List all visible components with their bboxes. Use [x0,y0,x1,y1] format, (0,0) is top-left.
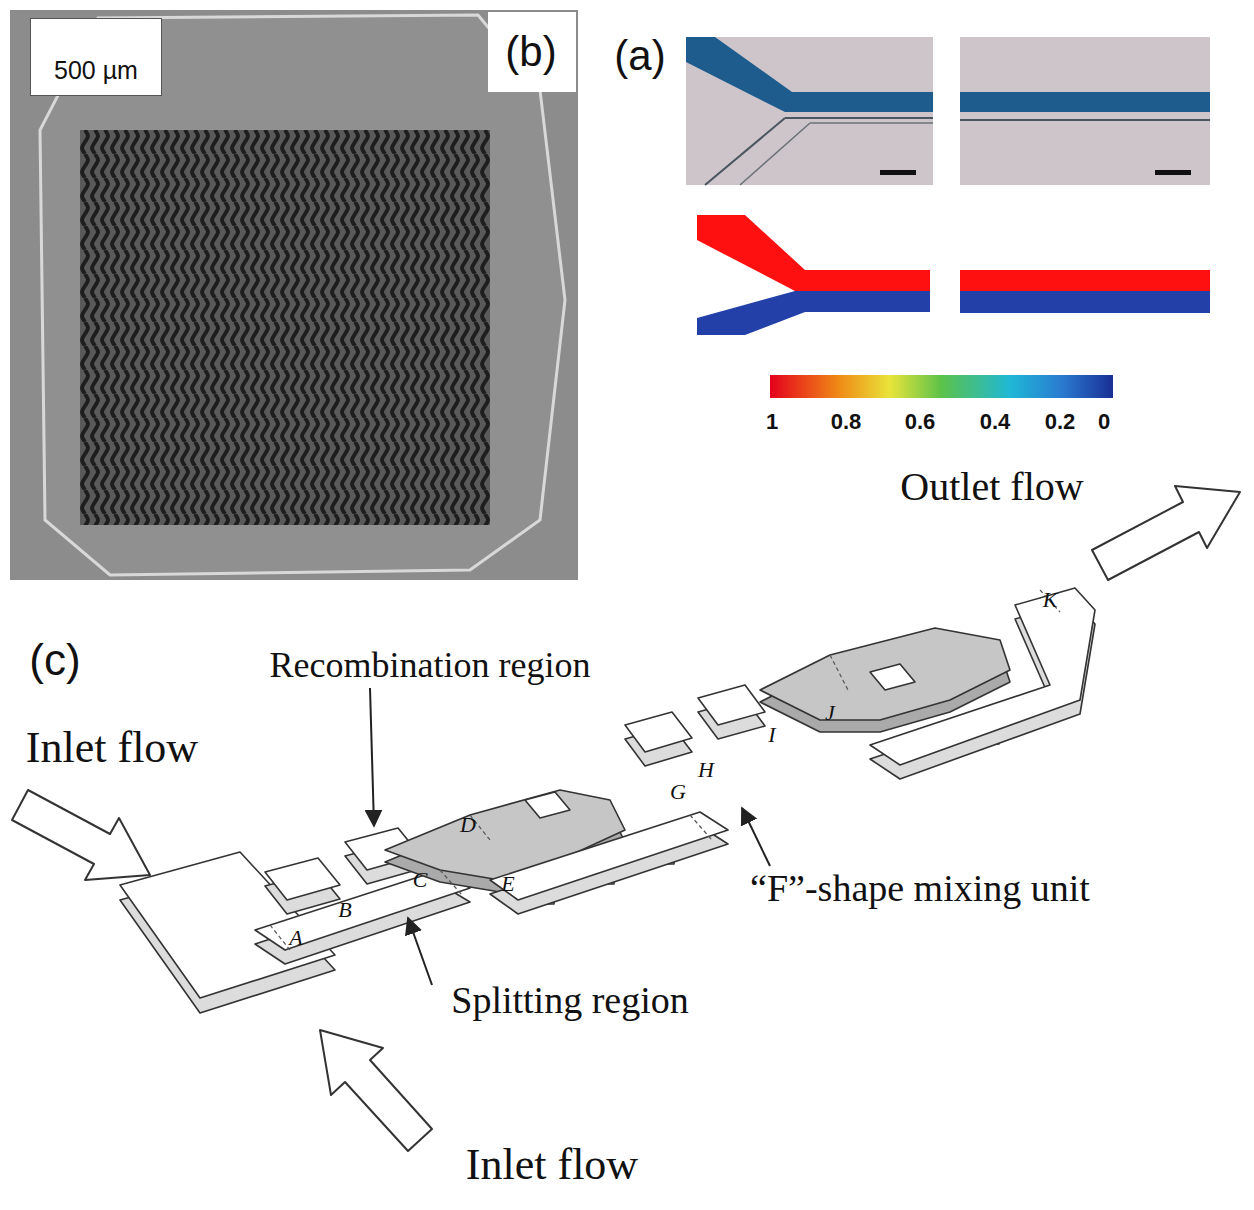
section-line [690,815,712,840]
section-letter: B [338,899,351,921]
colorbar-tick: 1 [766,411,778,433]
section-letter: J [825,702,835,724]
mixer-channel [870,664,915,690]
micrograph [686,37,1210,185]
mixer-channel [698,685,765,725]
flow-arrow [12,790,150,880]
leader-line [370,688,770,985]
micrograph [880,170,916,175]
panel-label: (c) [29,638,80,682]
colorbar-tick: 0.2 [1045,411,1076,433]
colorbar-tick: 0 [1098,411,1110,433]
simulation-map [770,375,1113,398]
section-line [830,655,848,690]
region-label: “F”-shape mixing unit [750,869,1090,907]
simulation-map [697,291,930,335]
section-line [1040,590,1060,612]
panel-label: (a) [614,35,665,77]
section-letter: D [460,814,476,836]
section-letter: I [768,724,775,746]
section-line [270,925,290,950]
mixer-channel [490,812,728,900]
simulation-map [697,215,1210,398]
sem-image [10,10,578,580]
simulation-map [960,270,1210,291]
mixer-channel [120,588,1095,1013]
micrograph [740,123,810,185]
flow-label: Inlet flow [466,1143,638,1187]
region-label: Splitting region [451,981,689,1019]
micrograph [686,37,933,112]
scale-bar-box: 500 µm [30,18,162,96]
mixer-channel [760,628,1010,720]
colorbar-tick: 0.8 [831,411,862,433]
section-letter: C [413,869,428,891]
flow-arrow [1092,486,1240,580]
sem-image [80,130,490,525]
flow-arrow [320,1030,432,1151]
region-label: Recombination region [270,647,591,683]
leader-line [408,918,432,985]
micrograph [785,117,933,119]
micrograph [1155,170,1191,175]
mixer-channel [870,588,1095,765]
micrograph [810,122,933,124]
section-letter: G [670,781,686,803]
sem-image [488,12,576,92]
section-letter: E [501,873,514,895]
flow-label: Outlet flow [900,467,1083,507]
micrograph [960,37,1210,185]
micrograph [705,118,785,185]
sem-image [10,10,578,580]
sem-image [40,15,565,575]
mixer-channel [525,792,570,818]
colorbar-tick: 0.4 [980,411,1011,433]
micrograph [960,92,1210,112]
panel-label: (b) [505,31,556,73]
section-letter: K [1043,589,1058,611]
micrograph [686,37,933,185]
mixer-channel [625,712,692,752]
section-letter: H [698,759,714,781]
simulation-map [697,215,930,291]
micrograph [960,119,1210,121]
mixer-channel [265,858,340,900]
flow-label: Inlet flow [26,726,198,770]
leader-line [742,808,770,866]
section-letter: A [289,927,302,949]
simulation-map [960,291,1210,313]
leader-line [370,688,374,826]
colorbar-tick: 0.6 [905,411,936,433]
section-line [440,870,462,895]
scale-bar-label: 500 µm [31,56,161,85]
flow-arrow [12,486,1240,1151]
